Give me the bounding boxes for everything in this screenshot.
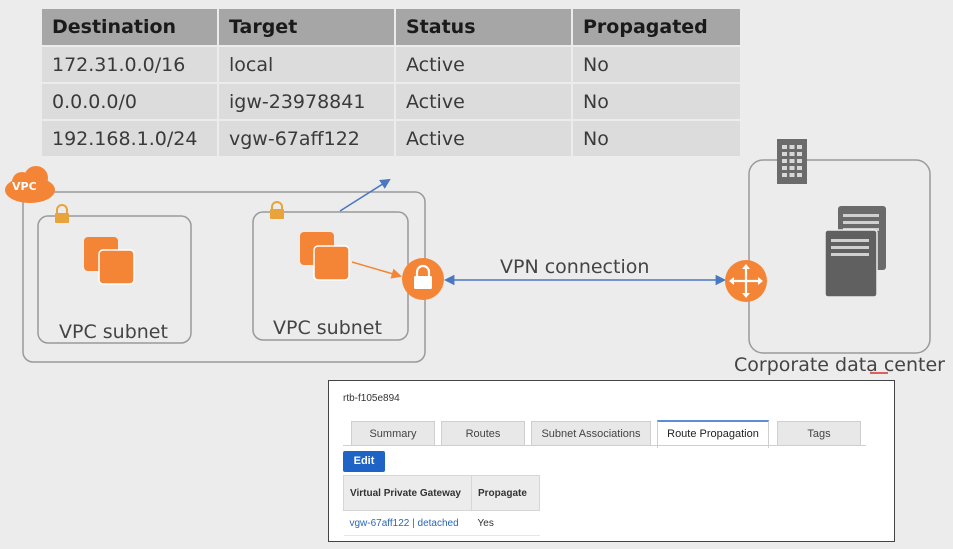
- cell-status: Active: [395, 119, 573, 156]
- table-row: 0.0.0.0/0 igw-23978841 Active No: [42, 82, 742, 120]
- route-table-console-panel: rtb-f105e894 Summary Routes Subnet Assoc…: [328, 380, 895, 542]
- tab-routes[interactable]: Routes: [441, 421, 525, 446]
- datacenter-label: Corporate data center: [734, 354, 945, 376]
- route-table-id: rtb-f105e894: [343, 393, 400, 404]
- route-table: Destination Target Status Propagated 172…: [42, 9, 742, 156]
- gateway-table-header-row: Virtual Private Gateway Propagate: [343, 475, 540, 511]
- gateway-link[interactable]: vgw-67aff122 | detached: [343, 510, 472, 536]
- cell-destination: 172.31.0.0/16: [42, 45, 219, 83]
- propagate-value: Yes: [471, 510, 540, 536]
- cell-destination: 192.168.1.0/24: [42, 119, 219, 156]
- gateway-propagation-table: Virtual Private Gateway Propagate vgw-67…: [343, 475, 540, 536]
- route-table-header-row: Destination Target Status Propagated: [42, 9, 742, 46]
- tab-divider: [343, 445, 866, 446]
- cell-propagated: No: [572, 119, 742, 156]
- column-header-status: Status: [395, 9, 573, 46]
- cell-status: Active: [395, 45, 573, 83]
- customer-gateway-icon: [725, 260, 767, 302]
- column-header-target: Target: [218, 9, 396, 46]
- column-header-propagated: Propagated: [572, 9, 742, 46]
- cell-target: local: [218, 45, 396, 83]
- internet-route-arrow: [339, 178, 391, 212]
- building-icon: [777, 139, 807, 184]
- datacenter-boundary: [748, 159, 931, 354]
- subnet-label-right: VPC subnet: [273, 317, 382, 339]
- cell-propagated: No: [572, 45, 742, 83]
- lock-icon: [270, 201, 284, 219]
- column-header-virtual-private-gateway: Virtual Private Gateway: [343, 475, 472, 511]
- table-row: 192.168.1.0/24 vgw-67aff122 Active No: [42, 119, 742, 156]
- tab-subnet-associations[interactable]: Subnet Associations: [531, 421, 651, 446]
- lock-icon: [55, 204, 69, 223]
- column-header-destination: Destination: [42, 9, 219, 46]
- edit-button[interactable]: Edit: [343, 451, 385, 472]
- subnet-to-gateway-arrow: [351, 261, 403, 279]
- tab-tags[interactable]: Tags: [777, 421, 861, 446]
- cell-destination: 0.0.0.0/0: [42, 82, 219, 120]
- cell-target-link[interactable]: igw-23978841: [218, 82, 396, 120]
- cell-status: Active: [395, 82, 573, 120]
- table-row: vgw-67aff122 | detached Yes: [343, 510, 540, 536]
- vpn-connection-label: VPN connection: [500, 256, 650, 278]
- cell-target-link[interactable]: vgw-67aff122: [218, 119, 396, 156]
- virtual-private-gateway-icon: [402, 258, 444, 300]
- table-row: 172.31.0.0/16 local Active No: [42, 45, 742, 83]
- instances-icon: [300, 232, 350, 281]
- instances-icon: [84, 237, 135, 285]
- vpc-badge-label: VPC: [12, 180, 37, 193]
- servers-icon: [824, 206, 886, 298]
- vpc-cloud-icon: [5, 166, 55, 203]
- cell-propagated: No: [572, 82, 742, 120]
- tab-route-propagation[interactable]: Route Propagation: [657, 420, 769, 448]
- tab-summary[interactable]: Summary: [351, 421, 435, 446]
- column-header-propagate: Propagate: [471, 475, 540, 511]
- subnet-box-left: [37, 215, 192, 344]
- subnet-label-left: VPC subnet: [59, 321, 168, 343]
